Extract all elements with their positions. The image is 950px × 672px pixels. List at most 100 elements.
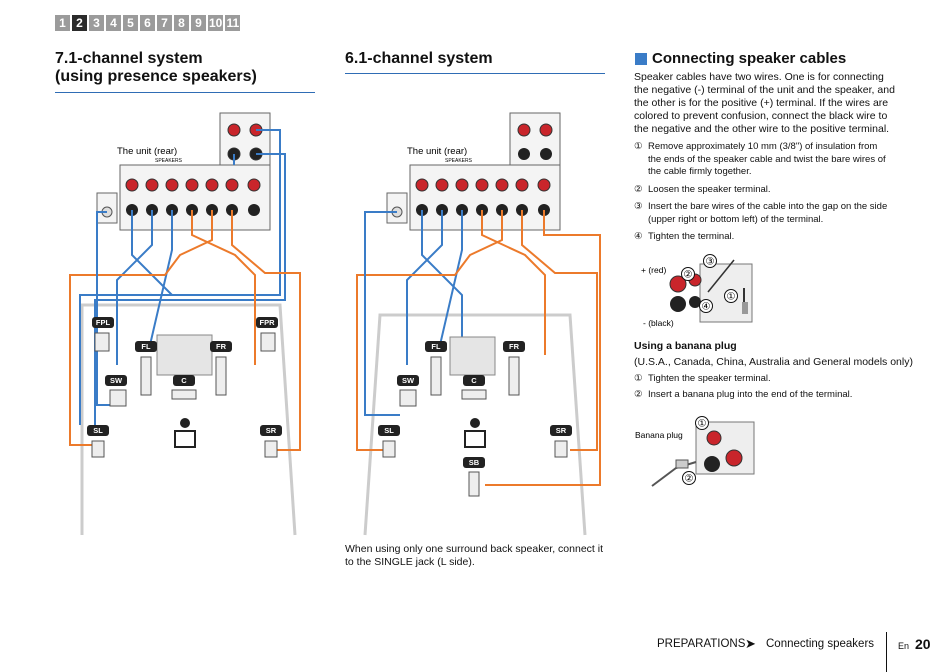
tab-7[interactable]: 7: [157, 15, 172, 31]
red-label: + (red): [641, 265, 666, 275]
step-number: ①: [634, 373, 643, 384]
tab-3[interactable]: 3: [89, 15, 104, 31]
tab-4[interactable]: 4: [106, 15, 121, 31]
step-text: Insert the bare wires of the cable into …: [648, 201, 888, 212]
speaker-sl: SL: [378, 425, 400, 458]
step-number: ③: [634, 201, 643, 212]
speaker-fpr: FPR: [256, 317, 278, 352]
tab-11[interactable]: 11: [225, 15, 241, 31]
cables-title: Connecting speaker cables: [652, 50, 847, 67]
speaker-terminal-panel: [119, 164, 271, 231]
tv-screen: [449, 336, 496, 376]
speaker-c: C: [171, 375, 197, 400]
tab-2[interactable]: 2: [72, 15, 87, 31]
unit-rear-label: The unit (rear): [407, 146, 467, 157]
red-terminal-icon: [669, 275, 687, 293]
svg-text:SW: SW: [402, 376, 415, 385]
speaker-fl: FL: [135, 341, 157, 396]
page-number: 20: [915, 636, 931, 652]
sb-note: When using only one surround back speake…: [345, 543, 603, 569]
intro-line: the other is for the positive (+) termin…: [634, 97, 889, 109]
cables-intro: Speaker cables have two wires. One is fo…: [634, 71, 895, 136]
footer-divider: [886, 632, 887, 672]
svg-text:FR: FR: [216, 342, 227, 351]
section-71-title-line2: (using presence speakers): [55, 68, 257, 85]
unit-rear-label: The unit (rear): [117, 146, 177, 157]
terminal-row-red: [125, 178, 261, 192]
step-text: (upper right or bottom left) of the term…: [648, 213, 824, 225]
intro-line: colored to prevent confusion, connect th…: [634, 110, 888, 122]
diagram-61: The unit (rear) SPEAKERS FL FR: [356, 112, 601, 536]
svg-text:SB: SB: [469, 458, 480, 467]
cable-step-1: ① Remove approximately 10 mm (3/8") of i…: [634, 141, 886, 179]
tab-5[interactable]: 5: [123, 15, 138, 31]
svg-text:FPL: FPL: [96, 318, 111, 327]
speaker-fr: FR: [503, 341, 525, 396]
section-61-title: 6.1-channel system: [345, 50, 493, 67]
section-61-rule: [345, 73, 605, 74]
tab-9[interactable]: 9: [191, 15, 206, 31]
step-text: Tighten the speaker terminal.: [648, 373, 771, 384]
footer-section[interactable]: PREPARATIONS: [657, 638, 746, 650]
banana-step-1: ① Tighten the speaker terminal.: [634, 373, 771, 386]
room-outline: [363, 313, 587, 536]
svg-text:SL: SL: [93, 426, 103, 435]
speaker-sw: SW: [397, 375, 419, 407]
intro-line: Speaker cables have two wires. One is fo…: [634, 71, 884, 83]
svg-text:C: C: [181, 376, 187, 385]
black-terminal-icon: [670, 296, 686, 312]
svg-text:SR: SR: [266, 426, 277, 435]
speaker-cables: [356, 210, 601, 486]
tab-1[interactable]: 1: [55, 15, 70, 31]
banana-title: Using a banana plug: [634, 340, 737, 352]
step-text: the cable firmly together.: [648, 166, 752, 177]
svg-text:FL: FL: [141, 342, 151, 351]
svg-text:FPR: FPR: [260, 318, 276, 327]
black-label: - (black): [643, 318, 674, 328]
sb-note-line1: When using only one surround back speake…: [345, 543, 603, 555]
cable-step-2: ② Loosen the speaker terminal.: [634, 184, 771, 197]
speaker-cables: [69, 129, 301, 451]
banana-models: (U.S.A., Canada, China, Australia and Ge…: [634, 356, 913, 368]
svg-text:FL: FL: [431, 342, 441, 351]
speaker-sr: SR: [260, 425, 282, 458]
step-number: ②: [634, 389, 643, 400]
speaker-sw: SW: [105, 375, 127, 407]
step-number: ①: [634, 141, 643, 152]
section-71-title-line1: 7.1-channel system: [55, 50, 203, 67]
banana-figure: Banana plug ① ②: [635, 416, 755, 487]
terminal-row-red: [415, 178, 551, 192]
svg-text:C: C: [471, 376, 477, 385]
cable-step-4: ④ Tighten the terminal.: [634, 231, 734, 244]
chapter-tabs: 1 2 3 4 5 6 7 8 9 10 11: [55, 15, 241, 31]
speakers-label: SPEAKERS: [155, 158, 183, 164]
speaker-c: C: [461, 375, 487, 400]
footer-subsection[interactable]: Connecting speakers: [766, 638, 875, 650]
step-text: Insert a banana plug into the end of the…: [648, 389, 853, 400]
footer-language: En: [898, 641, 910, 651]
speaker-fpl: FPL: [92, 317, 114, 352]
tv-screen: [156, 334, 213, 376]
red-terminal-icon: [725, 449, 743, 467]
terminal-red: [227, 123, 241, 137]
speaker-fl: FL: [425, 341, 447, 396]
callout-3: ③: [706, 257, 715, 268]
black-terminal-icon: [704, 456, 720, 472]
svg-text:SL: SL: [384, 426, 394, 435]
tab-8[interactable]: 8: [174, 15, 189, 31]
footer-arrow-icon: ➤: [745, 636, 756, 651]
callout-1: ①: [727, 292, 736, 303]
step-text: Loosen the speaker terminal.: [648, 184, 771, 195]
banana-step-2: ② Insert a banana plug into the end of t…: [634, 389, 852, 402]
speaker-sb: SB: [463, 457, 485, 497]
step-text: the ends of the speaker cable and twist …: [648, 153, 886, 165]
sb-note-line2: to the SINGLE jack (L side).: [345, 556, 475, 568]
callout-4: ④: [702, 302, 711, 313]
callout-2: ②: [685, 474, 694, 485]
presence-terminal-panel: [219, 112, 271, 172]
speaker-sr: SR: [550, 425, 572, 458]
tab-10[interactable]: 10: [208, 15, 224, 31]
tab-6[interactable]: 6: [140, 15, 155, 31]
room-outline: [80, 303, 297, 536]
callout-1: ①: [698, 419, 707, 430]
